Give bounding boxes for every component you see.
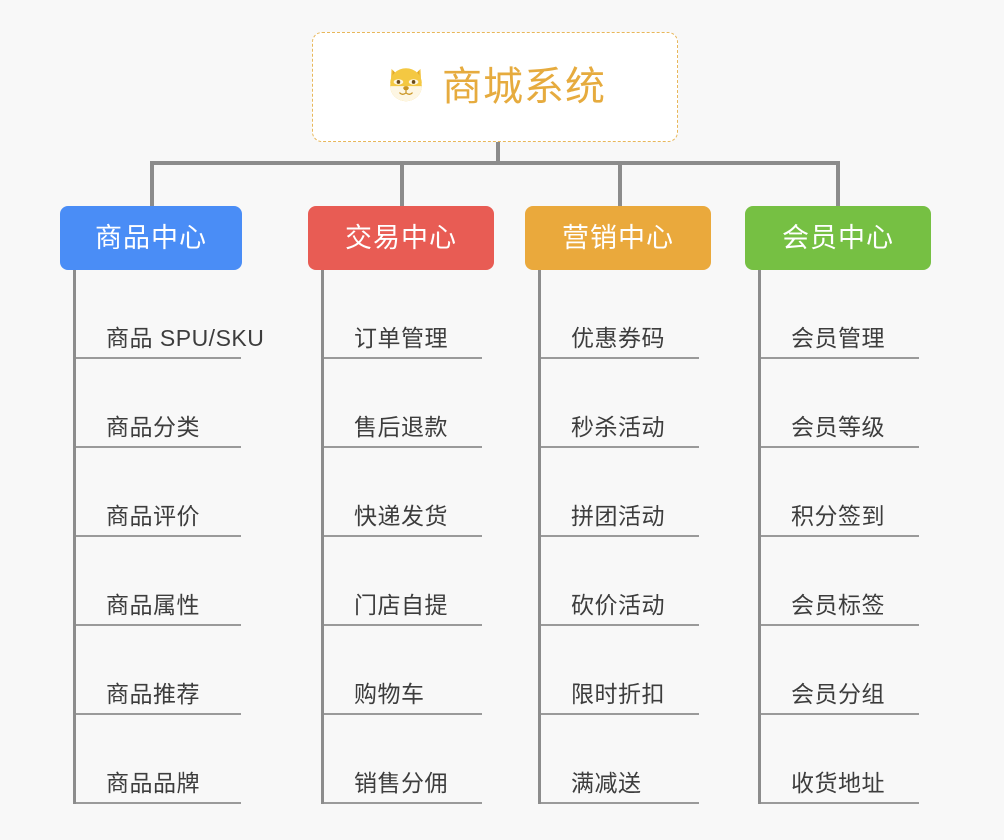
column-member-center: 会员中心 会员管理 会员等级 积分签到 会员标签 会员分组 收货地址 xyxy=(745,206,931,804)
connector-horizontal-bus xyxy=(150,161,840,165)
leaf-label: 门店自提 xyxy=(354,592,448,618)
leaf-label: 售后退款 xyxy=(354,414,448,440)
list-item[interactable]: 满减送 xyxy=(541,715,699,804)
category-node-product-center[interactable]: 商品中心 xyxy=(60,206,242,270)
connector-root-stem xyxy=(496,142,500,164)
leaf-label: 积分签到 xyxy=(791,503,885,529)
leaf-list-marketing-center: 优惠券码 秒杀活动 拼团活动 砍价活动 限时折扣 满减送 xyxy=(538,270,699,804)
list-item[interactable]: 会员分组 xyxy=(761,626,919,715)
list-item[interactable]: 门店自提 xyxy=(324,537,482,626)
leaf-label: 快递发货 xyxy=(354,503,448,529)
leaf-label: 购物车 xyxy=(354,681,425,707)
list-item[interactable]: 商品评价 xyxy=(76,448,241,537)
leaf-list-trade-center: 订单管理 售后退款 快递发货 门店自提 购物车 销售分佣 xyxy=(321,270,482,804)
list-item[interactable]: 商品推荐 xyxy=(76,626,241,715)
leaf-label: 拼团活动 xyxy=(571,503,665,529)
leaf-label: 会员等级 xyxy=(791,414,885,440)
list-item[interactable]: 优惠券码 xyxy=(541,270,699,359)
leaf-label: 商品分类 xyxy=(106,414,200,440)
leaf-label: 商品 SPU/SKU xyxy=(106,325,265,351)
category-label: 商品中心 xyxy=(95,222,207,253)
leaf-label: 商品品牌 xyxy=(106,770,200,796)
list-item[interactable]: 会员标签 xyxy=(761,537,919,626)
list-item[interactable]: 购物车 xyxy=(324,626,482,715)
column-product-center: 商品中心 商品 SPU/SKU 商品分类 商品评价 商品属性 商品推荐 商品品牌 xyxy=(60,206,264,804)
category-label: 营销中心 xyxy=(562,222,674,253)
leaf-label: 商品推荐 xyxy=(106,681,200,707)
list-item[interactable]: 秒杀活动 xyxy=(541,359,699,448)
list-item[interactable]: 订单管理 xyxy=(324,270,482,359)
leaf-label: 限时折扣 xyxy=(571,681,665,707)
category-label: 交易中心 xyxy=(345,222,457,253)
list-item[interactable]: 会员等级 xyxy=(761,359,919,448)
list-item[interactable]: 商品属性 xyxy=(76,537,241,626)
connector-drop-trade-center xyxy=(400,161,404,206)
category-node-member-center[interactable]: 会员中心 xyxy=(745,206,931,270)
list-item[interactable]: 会员管理 xyxy=(761,270,919,359)
list-item[interactable]: 商品分类 xyxy=(76,359,241,448)
list-item[interactable]: 限时折扣 xyxy=(541,626,699,715)
list-item[interactable]: 售后退款 xyxy=(324,359,482,448)
list-item[interactable]: 商品品牌 xyxy=(76,715,241,804)
leaf-list-member-center: 会员管理 会员等级 积分签到 会员标签 会员分组 收货地址 xyxy=(758,270,919,804)
column-marketing-center: 营销中心 优惠券码 秒杀活动 拼团活动 砍价活动 限时折扣 满减送 xyxy=(525,206,711,804)
dog-face-icon xyxy=(384,62,428,113)
leaf-label: 秒杀活动 xyxy=(571,414,665,440)
list-item[interactable]: 商品 SPU/SKU xyxy=(76,270,264,359)
list-item[interactable]: 销售分佣 xyxy=(324,715,482,804)
root-node[interactable]: 商城系统 xyxy=(312,32,678,142)
leaf-label: 商品属性 xyxy=(106,592,200,618)
list-item[interactable]: 快递发货 xyxy=(324,448,482,537)
leaf-label: 收货地址 xyxy=(791,770,885,796)
leaf-label: 会员管理 xyxy=(791,325,885,351)
connector-drop-member-center xyxy=(836,161,840,206)
list-item[interactable]: 积分签到 xyxy=(761,448,919,537)
leaf-label: 订单管理 xyxy=(354,325,448,351)
leaf-label: 会员标签 xyxy=(791,592,885,618)
connector-drop-marketing-center xyxy=(618,161,622,206)
leaf-list-product-center: 商品 SPU/SKU 商品分类 商品评价 商品属性 商品推荐 商品品牌 xyxy=(73,270,264,804)
leaf-label: 满减送 xyxy=(571,770,642,796)
leaf-label: 优惠券码 xyxy=(571,325,665,351)
leaf-label: 销售分佣 xyxy=(354,770,448,796)
column-trade-center: 交易中心 订单管理 售后退款 快递发货 门店自提 购物车 销售分佣 xyxy=(308,206,494,804)
category-node-marketing-center[interactable]: 营销中心 xyxy=(525,206,711,270)
list-item[interactable]: 砍价活动 xyxy=(541,537,699,626)
leaf-label: 会员分组 xyxy=(791,681,885,707)
category-node-trade-center[interactable]: 交易中心 xyxy=(308,206,494,270)
leaf-label: 砍价活动 xyxy=(571,592,665,618)
list-item[interactable]: 拼团活动 xyxy=(541,448,699,537)
category-label: 会员中心 xyxy=(782,222,894,253)
list-item[interactable]: 收货地址 xyxy=(761,715,919,804)
leaf-label: 商品评价 xyxy=(106,503,200,529)
root-title: 商城系统 xyxy=(442,65,606,109)
connector-drop-product-center xyxy=(150,161,154,206)
